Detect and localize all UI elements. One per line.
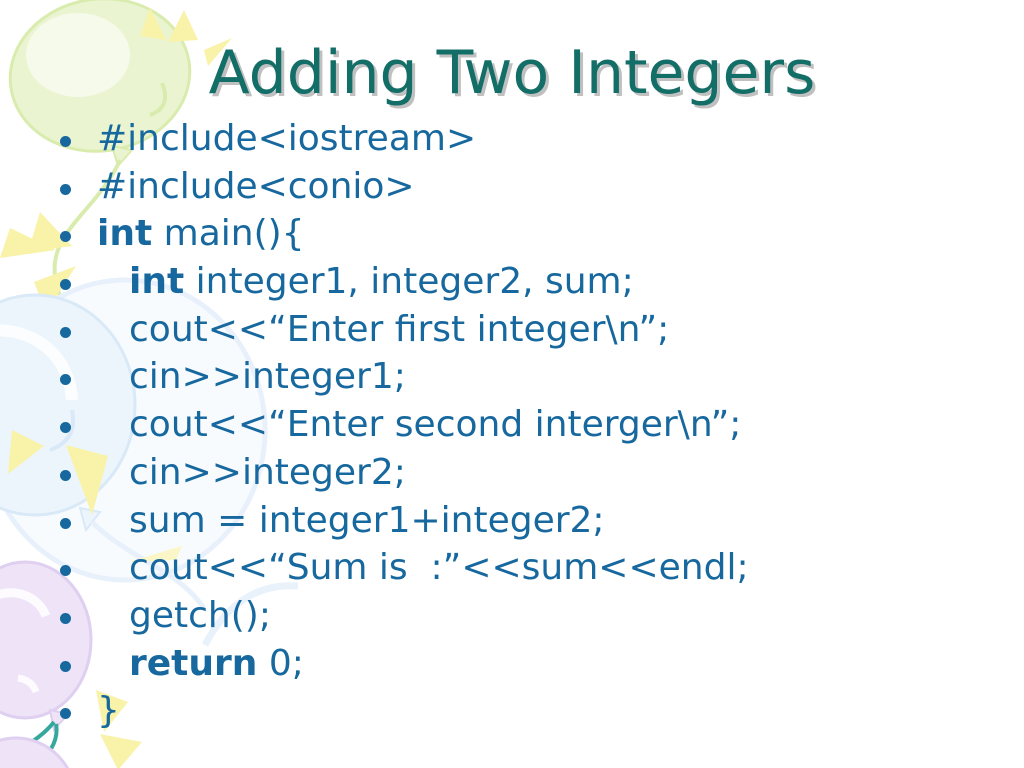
confetti-triangle bbox=[168, 10, 198, 42]
code-segment: cin>>integer1; bbox=[129, 356, 406, 398]
balloon-blue-swirl bbox=[49, 409, 75, 452]
code-segment: integer1, integer2, sum; bbox=[184, 261, 634, 303]
code-keyword: int bbox=[97, 213, 153, 255]
bullet-dot bbox=[60, 517, 71, 529]
confetti-faint-streak bbox=[128, 546, 182, 562]
bullet-dot bbox=[60, 231, 71, 243]
confetti-streamers-mid bbox=[8, 430, 108, 515]
balloon-purple bbox=[0, 560, 93, 768]
bullet-dot bbox=[60, 183, 71, 195]
confetti-triangle bbox=[96, 690, 128, 732]
code-text: int main(){ bbox=[97, 213, 305, 254]
code-segment: } bbox=[97, 690, 120, 732]
bullet-dot bbox=[60, 422, 71, 434]
code-line: cin>>integer2; bbox=[60, 452, 749, 500]
code-keyword: int bbox=[129, 261, 185, 303]
balloon-blue-string bbox=[90, 520, 208, 612]
balloon-purple-highlight-2 bbox=[17, 674, 40, 694]
confetti-triangle bbox=[140, 8, 166, 40]
balloon-purple-second bbox=[0, 736, 70, 768]
code-text: #include<conio> bbox=[97, 166, 415, 207]
code-line: int integer1, integer2, sum; bbox=[60, 261, 749, 309]
balloon-green-highlight bbox=[26, 13, 130, 97]
bullet-dot bbox=[60, 660, 71, 672]
code-line: } bbox=[60, 690, 749, 738]
bullet-dot bbox=[60, 565, 71, 577]
confetti-streamers-bottom bbox=[96, 690, 142, 768]
balloon-purple-highlight bbox=[0, 588, 51, 619]
confetti-burst-top bbox=[140, 8, 232, 66]
code-line: #include<conio> bbox=[60, 166, 749, 214]
code-segment: cout<<“Sum is :”<<sum<<endl; bbox=[129, 547, 749, 589]
balloon-green-knot bbox=[110, 144, 134, 169]
code-segment: #include<iostream> bbox=[97, 118, 477, 159]
code-bullet-list: #include<iostream> #include<conio> int mai… bbox=[60, 118, 749, 738]
bullet-dot bbox=[60, 136, 71, 147]
code-text: getch(); bbox=[129, 595, 271, 636]
code-text: cin>>integer2; bbox=[129, 452, 406, 493]
code-line: getch(); bbox=[60, 595, 749, 643]
code-line: #include<iostream> bbox=[60, 118, 749, 166]
bullet-dot bbox=[60, 279, 71, 291]
bullet-dot bbox=[60, 374, 71, 386]
balloon-green bbox=[8, 0, 192, 317]
confetti-triangle bbox=[66, 445, 108, 515]
code-segment: cout<<“Enter first integer\n”; bbox=[129, 308, 670, 350]
faint-blue-arc bbox=[201, 582, 299, 647]
code-line: cout<<“Enter first integer\n”; bbox=[60, 309, 749, 357]
code-text: sum = integer1+integer2; bbox=[129, 500, 605, 541]
code-line: int main(){ bbox=[60, 213, 749, 261]
slide-title: Adding Two Integers bbox=[208, 38, 816, 108]
code-text: cout<<“Enter second interger\n”; bbox=[129, 404, 741, 445]
bullet-dot bbox=[60, 612, 71, 624]
code-segment: getch(); bbox=[129, 594, 271, 636]
confetti-triangle bbox=[0, 228, 56, 258]
code-text: } bbox=[97, 690, 120, 731]
code-text: cin>>integer1; bbox=[129, 356, 406, 397]
code-segment: #include<conio> bbox=[97, 165, 415, 207]
code-line: return 0; bbox=[60, 643, 749, 691]
code-segment: cout<<“Enter second interger\n”; bbox=[129, 404, 742, 446]
code-line: cout<<“Sum is :”<<sum<<endl; bbox=[60, 547, 749, 595]
code-segment: 0; bbox=[257, 642, 304, 684]
code-text: int integer1, integer2, sum; bbox=[129, 261, 634, 302]
confetti-triangle bbox=[100, 734, 142, 768]
code-text: #include<iostream> bbox=[97, 118, 476, 159]
code-line: sum = integer1+integer2; bbox=[60, 500, 749, 548]
balloon-blue-highlight bbox=[0, 324, 78, 401]
balloon-green-swirl bbox=[149, 82, 167, 117]
code-text: cout<<“Enter first integer\n”; bbox=[129, 309, 669, 350]
bullet-dot bbox=[60, 708, 71, 720]
code-line: cout<<“Enter second interger\n”; bbox=[60, 404, 749, 452]
code-keyword: return bbox=[129, 642, 258, 684]
code-segment: cin>>integer2; bbox=[129, 451, 406, 493]
code-text: cout<<“Sum is :”<<sum<<endl; bbox=[129, 547, 749, 588]
bullet-dot bbox=[60, 326, 71, 338]
balloon-blue-knot bbox=[78, 506, 102, 533]
confetti-triangle bbox=[8, 430, 44, 474]
code-line: cin>>integer1; bbox=[60, 356, 749, 404]
confetti-triangle bbox=[204, 38, 232, 66]
code-segment: main(){ bbox=[152, 213, 305, 255]
code-segment: sum = integer1+integer2; bbox=[129, 499, 605, 541]
bullet-dot bbox=[60, 469, 71, 481]
code-text: return 0; bbox=[129, 643, 304, 684]
